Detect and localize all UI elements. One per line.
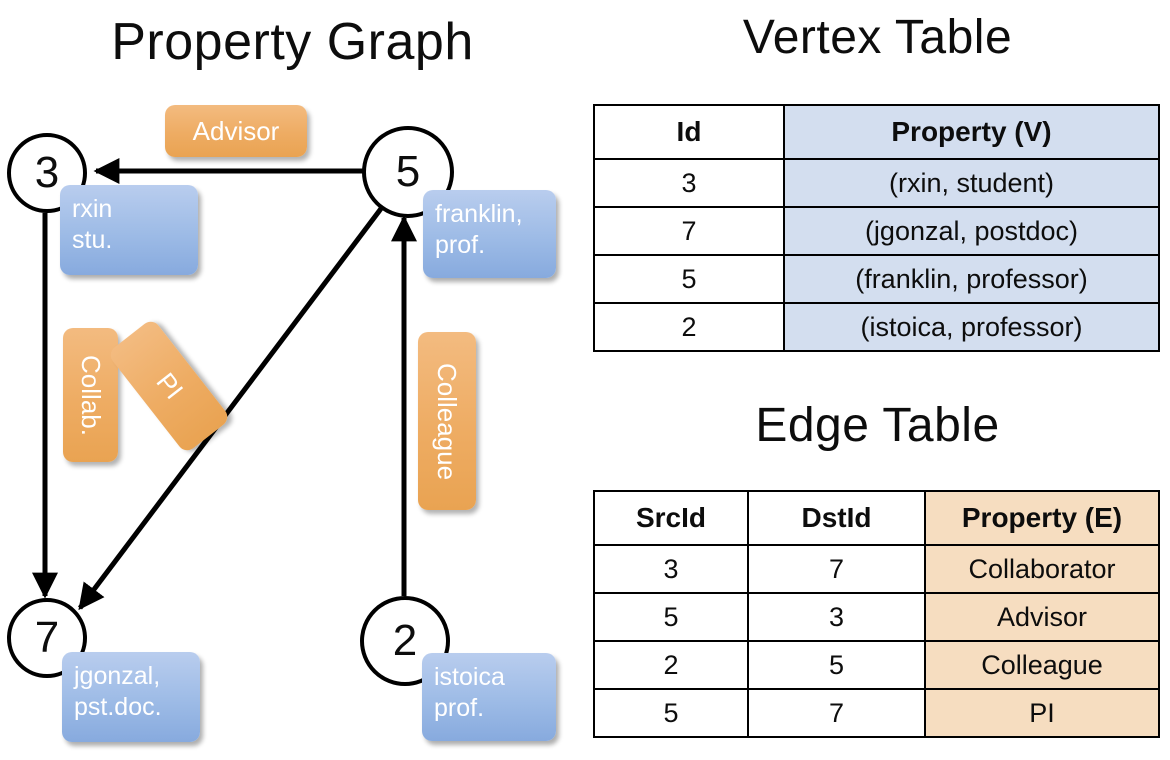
vertex-property-box-7-line1: jgonzal, xyxy=(74,662,161,690)
edge-label-collab-text: Collab. xyxy=(76,354,106,436)
edge-table-header-srcid: SrcId xyxy=(593,490,749,546)
page-title-property-graph: Property Graph xyxy=(111,13,474,71)
vertex-property-box-7-line2: pst.doc. xyxy=(74,692,162,721)
vertex-property-box-3[interactable]: rxin stu. xyxy=(60,185,198,275)
graph-node-2[interactable]: 2 xyxy=(360,596,450,686)
vertex-row-0-id: 3 xyxy=(593,158,785,208)
table-row[interactable]: 3 (rxin, student) xyxy=(593,158,1160,208)
edge-row-2-src: 2 xyxy=(593,640,749,690)
edge-row-3-dst: 7 xyxy=(747,688,926,738)
vertex-row-2-property: (franklin, professor) xyxy=(783,254,1160,304)
vertex-row-3-id: 2 xyxy=(593,302,785,352)
graph-node-7-label: 7 xyxy=(34,613,60,662)
vertex-property-box-2-line2: prof. xyxy=(434,693,485,722)
edge-row-0-src: 3 xyxy=(593,544,749,594)
vertex-property-box-5-line1: franklin, xyxy=(435,200,523,228)
edge-label-advisor-text: Advisor xyxy=(192,115,280,146)
page-title-vertex-table: Vertex Table xyxy=(742,11,1013,64)
table-row[interactable]: 5 (franklin, professor) xyxy=(593,254,1160,304)
graph-node-2-label: 2 xyxy=(392,616,418,665)
vertex-row-1-id: 7 xyxy=(593,206,785,256)
vertex-property-box-5-line2: prof. xyxy=(435,230,486,259)
vertex-row-2-id: 5 xyxy=(593,254,785,304)
edge-label-advisor[interactable]: Advisor xyxy=(165,105,307,157)
edge-row-3-src: 5 xyxy=(593,688,749,738)
edge-label-pi-text: PI xyxy=(150,366,189,405)
edge-row-0-property: Collaborator xyxy=(924,544,1160,594)
table-row[interactable]: 3 7 Collaborator xyxy=(593,544,1160,594)
edge-row-3-property: PI xyxy=(924,688,1160,738)
table-row[interactable]: 5 7 PI xyxy=(593,688,1160,738)
edge-table: SrcId DstId Property (E) 3 7 Collaborato… xyxy=(593,490,1160,738)
vertex-property-box-2-line1: istoica xyxy=(434,663,505,691)
edge-row-1-property: Advisor xyxy=(924,592,1160,642)
edge-table-header-property: Property (E) xyxy=(924,490,1160,546)
edge-table-header-dstid: DstId xyxy=(747,490,926,546)
vertex-row-0-property: (rxin, student) xyxy=(783,158,1160,208)
edge-label-collab[interactable]: Collab. xyxy=(63,328,118,462)
vertex-row-1-property: (jgonzal, postdoc) xyxy=(783,206,1160,256)
vertex-property-box-3-line1: rxin xyxy=(72,195,113,223)
edge-row-2-property: Colleague xyxy=(924,640,1160,690)
edge-row-2-dst: 5 xyxy=(747,640,926,690)
edge-row-1-src: 5 xyxy=(593,592,749,642)
edge-line-pi xyxy=(78,200,388,611)
edge-row-1-dst: 3 xyxy=(747,592,926,642)
table-header-row: Id Property (V) xyxy=(593,104,1160,160)
vertex-row-3-property: (istoica, professor) xyxy=(783,302,1160,352)
vertex-property-box-2[interactable]: istoica prof. xyxy=(422,653,556,741)
table-header-row: SrcId DstId Property (E) xyxy=(593,490,1160,546)
table-row[interactable]: 2 5 Colleague xyxy=(593,640,1160,690)
edge-label-colleague-text: Colleague xyxy=(432,362,463,480)
vertex-table-header-property: Property (V) xyxy=(783,104,1160,160)
edge-label-colleague[interactable]: Colleague xyxy=(418,332,476,510)
table-row[interactable]: 2 (istoica, professor) xyxy=(593,302,1160,352)
graph-node-3-label: 3 xyxy=(34,148,60,197)
graph-edge-lines xyxy=(32,158,417,611)
vertex-property-box-3-line2: stu. xyxy=(72,225,113,254)
table-row[interactable]: 5 3 Advisor xyxy=(593,592,1160,642)
vertex-table: Id Property (V) 3 (rxin, student) 7 (jgo… xyxy=(593,104,1160,352)
vertex-property-box-5[interactable]: franklin, prof. xyxy=(423,190,556,278)
graph-node-5-label: 5 xyxy=(395,147,421,196)
vertex-property-box-7[interactable]: jgonzal, pst.doc. xyxy=(62,652,200,742)
table-row[interactable]: 7 (jgonzal, postdoc) xyxy=(593,206,1160,256)
page-title-edge-table: Edge Table xyxy=(755,399,1000,452)
vertex-table-header-id: Id xyxy=(593,104,785,160)
property-graph-diagram: Advisor Collab. PI Colleague 3 5 7 2 rxi… xyxy=(7,105,556,742)
edge-row-0-dst: 7 xyxy=(747,544,926,594)
